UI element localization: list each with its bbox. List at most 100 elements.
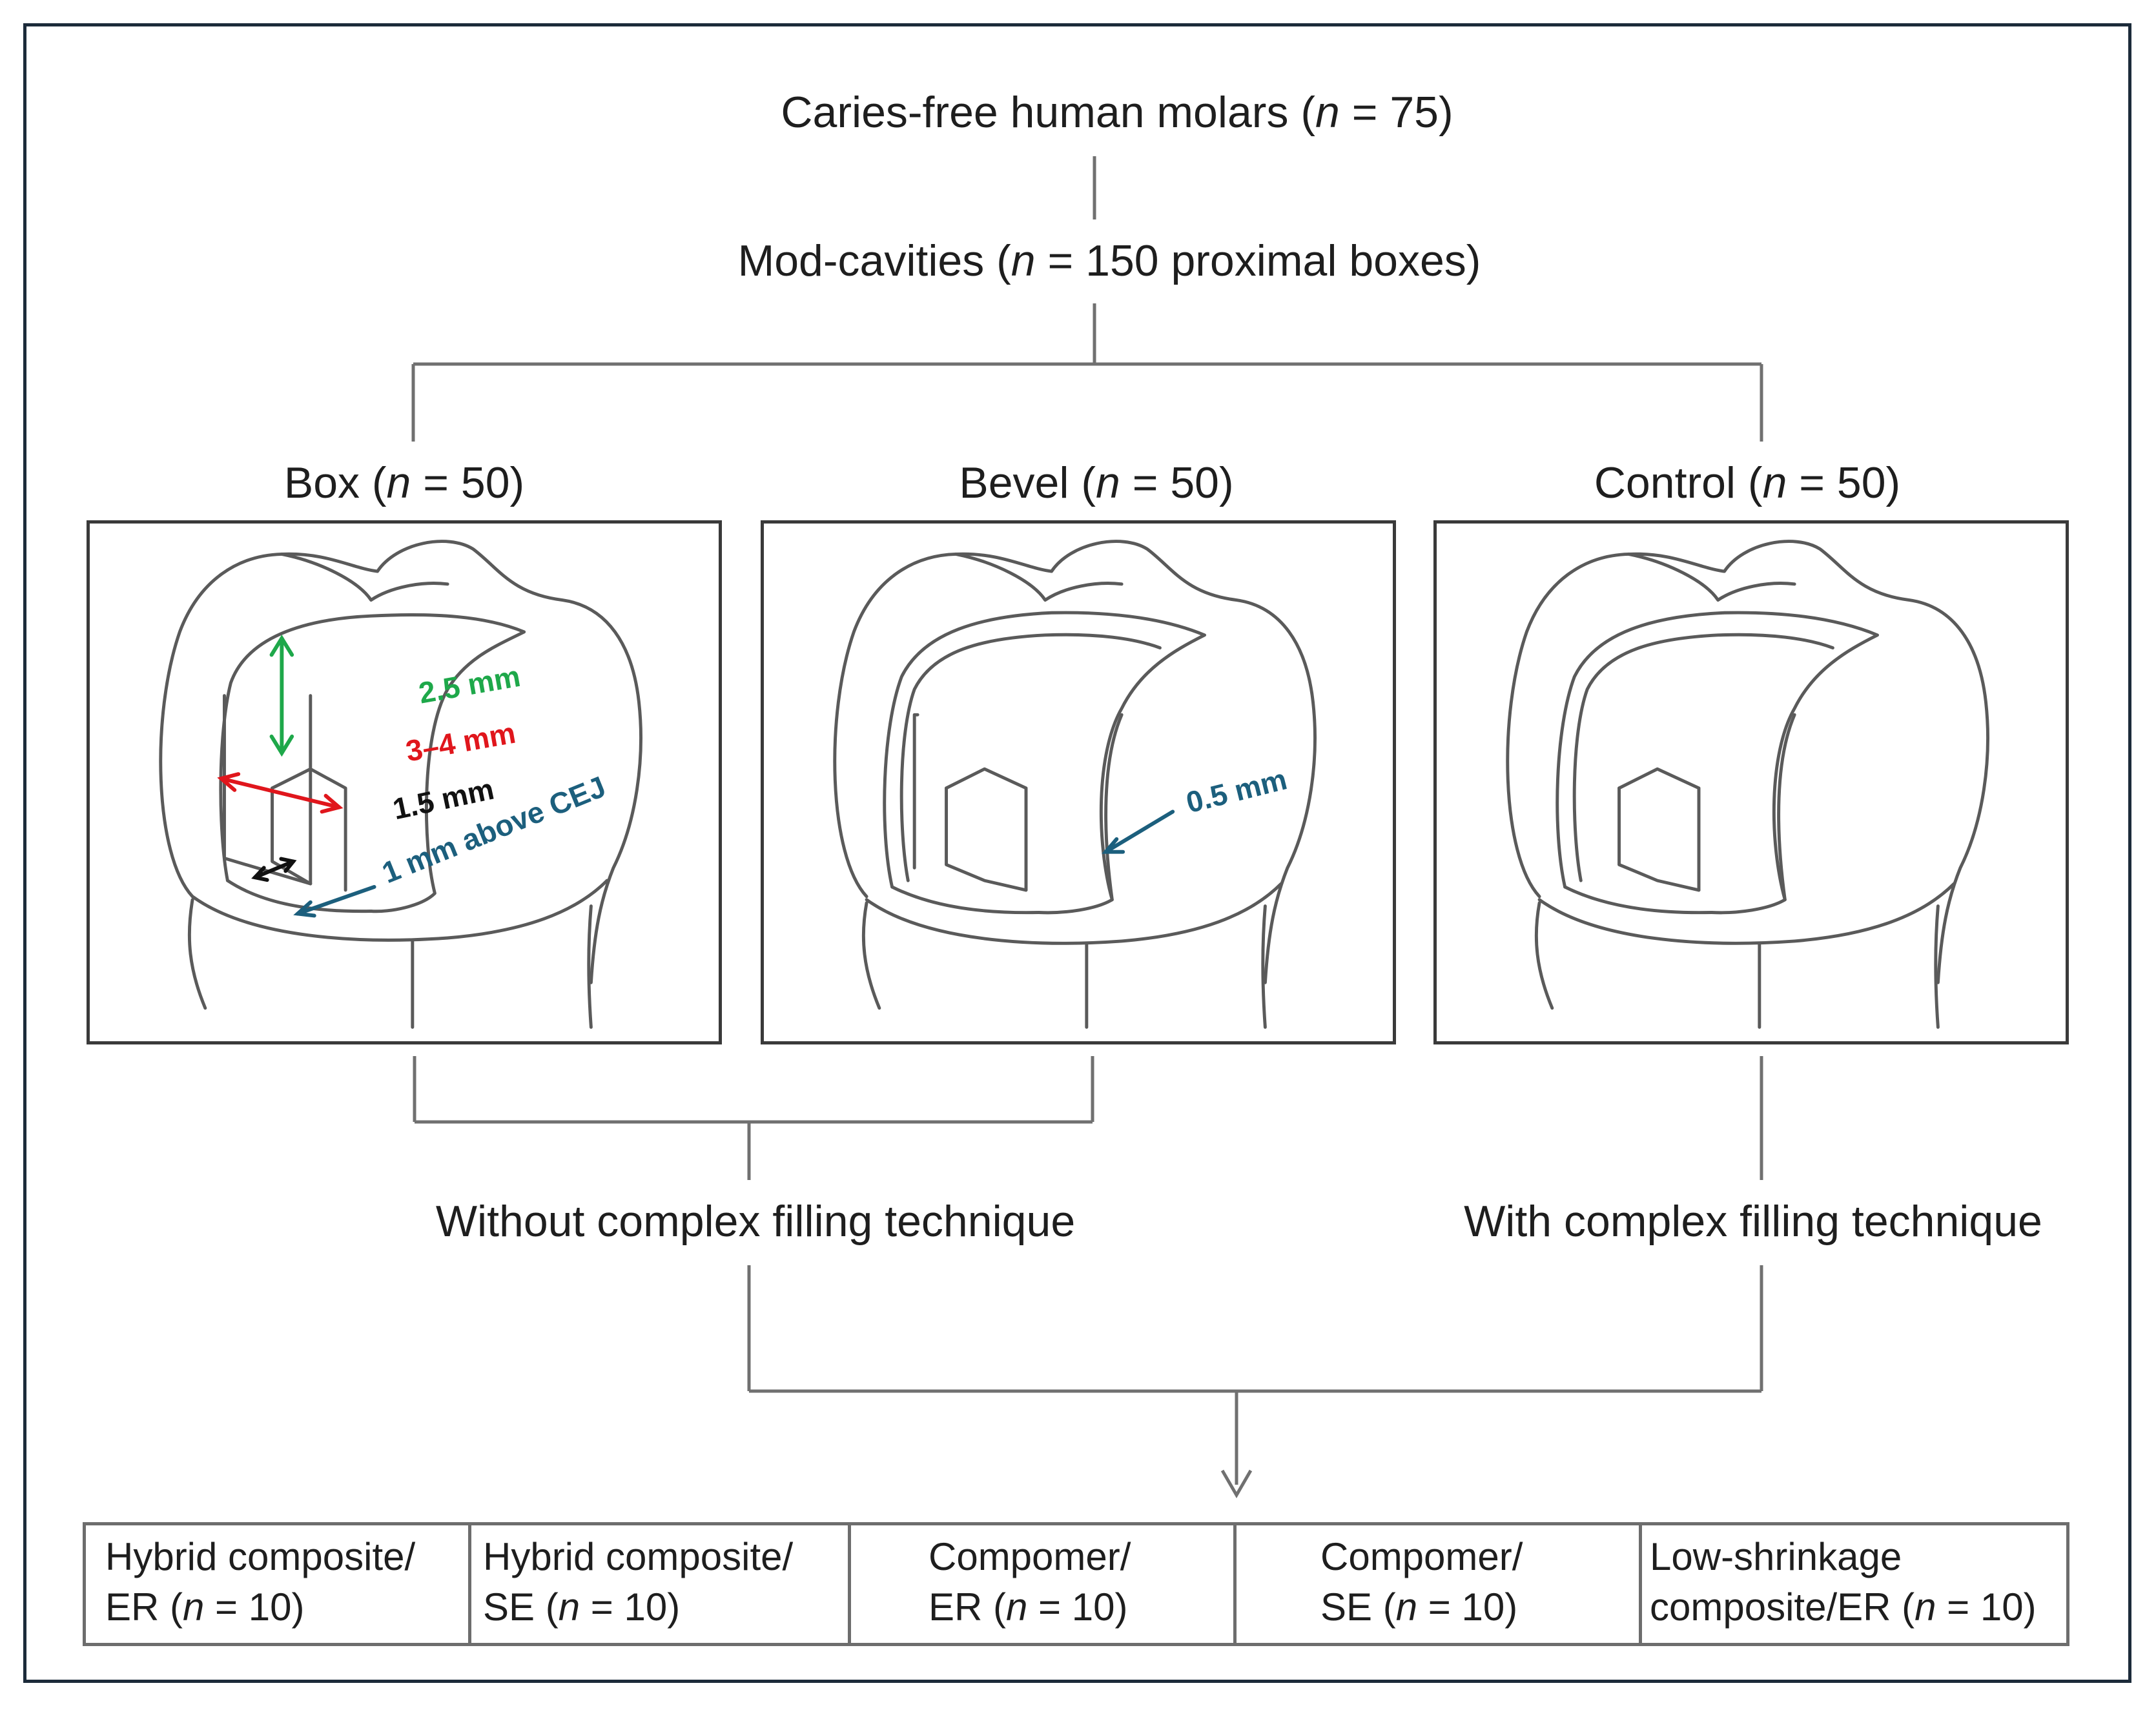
- material-line2: SE (n = 10): [483, 1582, 848, 1633]
- group-label-bevel-n: n: [1096, 458, 1120, 507]
- root-left: [1534, 901, 1554, 1010]
- material-line2: ER (n = 10): [929, 1582, 1233, 1633]
- box-step: [271, 767, 347, 892]
- depth-arrowhead-left: [251, 866, 269, 882]
- material-n: n: [1006, 1585, 1028, 1629]
- group-label-control-n: n: [1762, 458, 1787, 507]
- height-arrowhead-top: [269, 635, 294, 657]
- tooth-outline: [833, 540, 1317, 984]
- material-count: = 10): [1027, 1585, 1128, 1629]
- material-line2-text: composite/ER (: [1650, 1585, 1915, 1629]
- material-line2: ER (n = 10): [105, 1582, 468, 1633]
- group-label-bevel-count: = 50): [1120, 458, 1234, 507]
- tooth-control-drawing: [1506, 540, 1989, 1029]
- box-step-base: [271, 786, 313, 886]
- material-line2: composite/ER (n = 10): [1650, 1582, 2066, 1633]
- cavities-label-n: n: [1011, 236, 1036, 285]
- group-label-box: Box (n = 50): [284, 461, 524, 505]
- bevel-arrowhead: [1102, 837, 1125, 854]
- tooth-outline: [159, 540, 642, 984]
- bevel-inner: [899, 633, 1162, 882]
- cej-arrow: [296, 885, 376, 916]
- tooth-crown-inner: [280, 552, 449, 602]
- tooth-bevel-drawing: [833, 540, 1317, 1029]
- material-line1: Hybrid composite/: [483, 1535, 794, 1578]
- tooth-lower-band: [190, 879, 609, 942]
- group-label-control-count: = 50): [1787, 458, 1901, 507]
- material-line1: Compomer/: [929, 1535, 1131, 1578]
- width-arrowhead-left: [217, 772, 241, 792]
- depth-arrow: [252, 859, 296, 880]
- panel-control: [1433, 520, 2069, 1044]
- box-step: [1617, 767, 1701, 892]
- group-label-box-n: n: [386, 458, 411, 507]
- root-right: [1261, 904, 1267, 1029]
- cavities-label-text: Mod-cavities (: [737, 236, 1011, 285]
- material-cell: Compomer/ SE (n = 10): [1237, 1525, 1642, 1643]
- technique-without-label: Without complex filling technique: [435, 1197, 1076, 1246]
- arrowhead-to-materials: [1220, 1469, 1253, 1498]
- molars-label-n: n: [1315, 88, 1340, 137]
- group-label-bevel: Bevel (n = 50): [959, 461, 1233, 505]
- materials-table: Hybrid composite/ ER (n = 10) Hybrid com…: [83, 1522, 2069, 1646]
- material-line2-text: ER (: [929, 1585, 1006, 1629]
- cavity-outer: [1555, 611, 1880, 915]
- height-arrowhead-bottom: [269, 734, 294, 757]
- molars-label: Caries-free human molars (n = 75): [781, 90, 1453, 134]
- root-right: [587, 904, 593, 1029]
- group-label-bevel-text: Bevel (: [959, 458, 1096, 507]
- molars-label-text: Caries-free human molars (: [781, 88, 1315, 137]
- box-step-base: [1617, 786, 1701, 892]
- material-count: = 10): [204, 1585, 305, 1629]
- root-left: [187, 898, 207, 1010]
- root-right: [1934, 904, 1940, 1029]
- tooth-crown-inner: [1627, 552, 1796, 602]
- bevel-inner: [1572, 633, 1834, 882]
- material-line1: Low-shrinkage: [1650, 1535, 1902, 1578]
- group-label-control: Control (n = 50): [1594, 461, 1900, 505]
- width-arrow: [219, 777, 342, 809]
- depth-arrowhead-right: [279, 857, 297, 873]
- cavity-outer: [219, 613, 526, 913]
- cavities-label-count: = 150 proximal boxes): [1035, 236, 1481, 285]
- material-line2-text: SE (: [483, 1585, 559, 1629]
- panel-bevel: 0.5 mm: [761, 520, 1396, 1044]
- material-line1: Compomer/: [1320, 1535, 1523, 1578]
- material-cell: Hybrid composite/ SE (n = 10): [471, 1525, 851, 1643]
- tooth-box-drawing: [159, 540, 642, 1029]
- width-arrowhead-right: [320, 793, 344, 814]
- box-step-base: [945, 786, 1028, 892]
- cavity-floor: [890, 885, 1041, 915]
- material-n: n: [183, 1585, 205, 1629]
- material-line1: Hybrid composite/: [105, 1535, 416, 1578]
- material-n: n: [558, 1585, 580, 1629]
- group-label-box-text: Box (: [283, 458, 387, 507]
- tooth-crown-inner: [954, 552, 1124, 602]
- material-count: = 10): [580, 1585, 681, 1629]
- material-cell: Compomer/ ER (n = 10): [851, 1525, 1237, 1643]
- box-step: [945, 767, 1028, 892]
- material-line2: SE (n = 10): [1320, 1582, 1639, 1633]
- tooth-lower-band: [865, 882, 1283, 945]
- diagram-frame: [23, 23, 2131, 1683]
- material-n: n: [1915, 1585, 1936, 1629]
- material-n: n: [1395, 1585, 1418, 1629]
- tooth-outline: [1506, 540, 1989, 984]
- material-line2-text: SE (: [1320, 1585, 1396, 1629]
- cavity-floor: [225, 879, 373, 913]
- cej-arrowhead: [293, 900, 316, 918]
- bevel-right: [1104, 713, 1124, 902]
- tooth-lower-band: [1537, 882, 1956, 945]
- group-label-control-text: Control (: [1594, 458, 1763, 507]
- material-cell: Hybrid composite/ ER (n = 10): [86, 1525, 471, 1643]
- root-left: [861, 901, 881, 1010]
- bevel-arrow: [1104, 809, 1175, 854]
- technique-with-label: With complex filling technique: [1464, 1197, 2042, 1246]
- panel-box: 2.5 mm 3–4 mm 1.5 mm 1 mm above CEJ: [87, 520, 722, 1044]
- material-count: = 10): [1936, 1585, 2037, 1629]
- group-label-box-count: = 50): [411, 458, 525, 507]
- cavity-outer: [883, 611, 1207, 915]
- material-count: = 10): [1417, 1585, 1518, 1629]
- bevel-right: [1777, 713, 1796, 902]
